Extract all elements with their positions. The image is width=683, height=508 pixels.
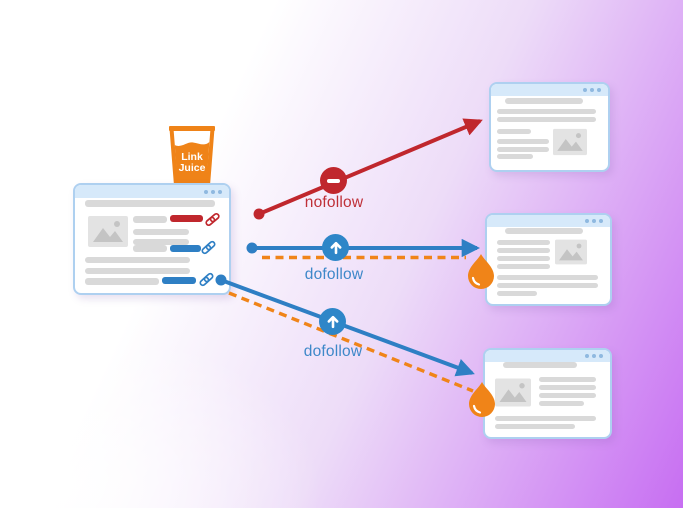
glass-label-line1: Link xyxy=(181,151,203,163)
image-placeholder xyxy=(553,128,587,156)
dofollow-target-window-1 xyxy=(485,213,612,306)
text-placeholder-bar xyxy=(539,377,596,382)
window-dot-icon xyxy=(211,189,215,194)
up-arrow-icon xyxy=(330,241,341,254)
text-placeholder-bar xyxy=(495,416,596,421)
text-placeholder-bar xyxy=(497,264,550,269)
text-placeholder-bar xyxy=(133,229,189,235)
text-placeholder-bar xyxy=(495,424,575,429)
text-placeholder-bar xyxy=(85,268,190,274)
window-dot-icon xyxy=(592,219,596,223)
glass-label-line2: Juice xyxy=(178,162,206,174)
nofollow-badge xyxy=(320,167,347,194)
window-dot-icon xyxy=(204,189,208,194)
text-placeholder-bar xyxy=(539,393,596,398)
source-page-window xyxy=(73,183,231,295)
text-placeholder-bar xyxy=(497,109,596,114)
dofollow-target-window-2 xyxy=(483,348,612,439)
dofollow-label-2: dofollow xyxy=(303,343,363,360)
text-placeholder-bar xyxy=(85,200,215,207)
dofollow-anchor-dot-2 xyxy=(215,274,227,286)
text-placeholder-bar xyxy=(505,228,583,234)
window-dot-icon xyxy=(599,354,603,358)
chain-link-icon xyxy=(204,211,221,228)
text-placeholder-bar xyxy=(497,283,598,288)
text-placeholder-bar xyxy=(497,147,549,152)
link-juice-drop-icon xyxy=(469,382,495,417)
window-dot-icon xyxy=(599,219,603,223)
dofollow-badge-1 xyxy=(322,234,349,261)
nofollow-arrow xyxy=(258,118,483,216)
text-placeholder-bar xyxy=(505,98,583,104)
dofollow-badge-2 xyxy=(319,308,346,335)
image-placeholder xyxy=(495,378,531,407)
image-placeholder xyxy=(555,239,587,265)
glass-label: Link Juice xyxy=(169,152,215,174)
window-dot-icon xyxy=(583,88,587,92)
text-placeholder-bar xyxy=(133,216,167,223)
text-placeholder-bar xyxy=(497,275,598,280)
window-titlebar xyxy=(75,185,229,198)
nofollow-target-window xyxy=(489,82,610,172)
text-placeholder-bar xyxy=(497,154,533,159)
text-placeholder-bar xyxy=(497,240,550,245)
window-titlebar xyxy=(491,84,608,96)
text-placeholder-bar xyxy=(497,291,537,296)
text-placeholder-bar xyxy=(503,362,577,368)
image-placeholder xyxy=(88,216,128,247)
text-placeholder-bar xyxy=(539,385,596,390)
window-dot-icon xyxy=(585,354,589,358)
text-placeholder-bar xyxy=(539,401,584,406)
window-titlebar xyxy=(485,350,610,362)
nofollow-anchor-dot xyxy=(253,208,265,220)
link-juice-drop-icon xyxy=(468,254,494,289)
dofollow-label-1: dofollow xyxy=(304,266,364,283)
nofollow-link-bar xyxy=(170,215,203,222)
text-placeholder-bar xyxy=(497,139,549,144)
text-placeholder-bar xyxy=(85,278,159,285)
text-placeholder-bar xyxy=(133,245,167,252)
window-dot-icon xyxy=(590,88,594,92)
up-arrow-icon xyxy=(327,315,338,328)
link-juice-flow-2 xyxy=(228,291,474,393)
text-placeholder-bar xyxy=(497,117,596,122)
window-dot-icon xyxy=(592,354,596,358)
chain-link-icon xyxy=(198,271,215,288)
window-titlebar xyxy=(487,215,610,227)
text-placeholder-bar xyxy=(85,257,190,263)
window-dot-icon xyxy=(218,189,222,194)
dofollow-arrow-2 xyxy=(220,278,475,377)
text-placeholder-bar xyxy=(133,239,189,245)
nofollow-label: nofollow xyxy=(304,194,364,211)
text-placeholder-bar xyxy=(497,248,550,253)
dofollow-link-bar xyxy=(170,245,201,252)
window-dot-icon xyxy=(585,219,589,223)
text-placeholder-bar xyxy=(497,129,531,134)
minus-icon xyxy=(327,178,340,183)
dofollow-link-bar xyxy=(162,277,196,284)
window-dot-icon xyxy=(597,88,601,92)
chain-link-icon xyxy=(200,239,217,256)
dofollow-anchor-dot-1 xyxy=(246,242,258,254)
text-placeholder-bar xyxy=(497,256,550,261)
